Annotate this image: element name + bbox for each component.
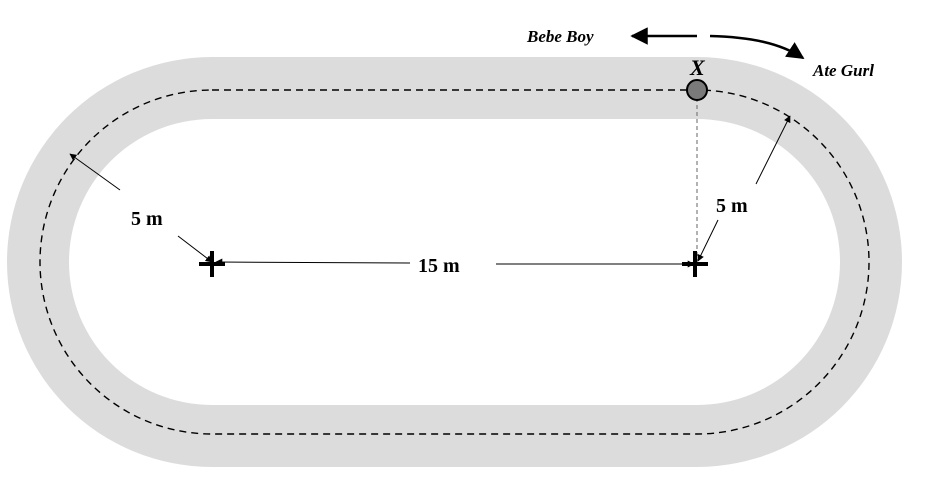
radius-arrow-left-lower xyxy=(177,235,213,263)
running-path xyxy=(39,89,870,435)
infield xyxy=(69,119,840,405)
distance-arrow-left xyxy=(215,258,411,266)
center-distance-label: 15 m xyxy=(418,255,460,277)
center-cross-right xyxy=(682,251,708,277)
radius-arrow-left-upper xyxy=(69,153,121,191)
radius-arrow-right-lower xyxy=(697,219,719,262)
runner-label-ate-gurl: Ate Gurl xyxy=(812,61,874,80)
direction-arrow-right xyxy=(709,34,805,60)
radius-label-right: 5 m xyxy=(716,195,748,217)
radius-arrow-right-upper xyxy=(755,115,791,185)
point-x-label: X xyxy=(689,55,706,80)
center-cross-left xyxy=(199,251,225,277)
runner-label-bebe-boy: Bebe Boy xyxy=(526,27,594,46)
point-x-marker xyxy=(686,79,708,101)
radius-label-left: 5 m xyxy=(131,208,163,230)
